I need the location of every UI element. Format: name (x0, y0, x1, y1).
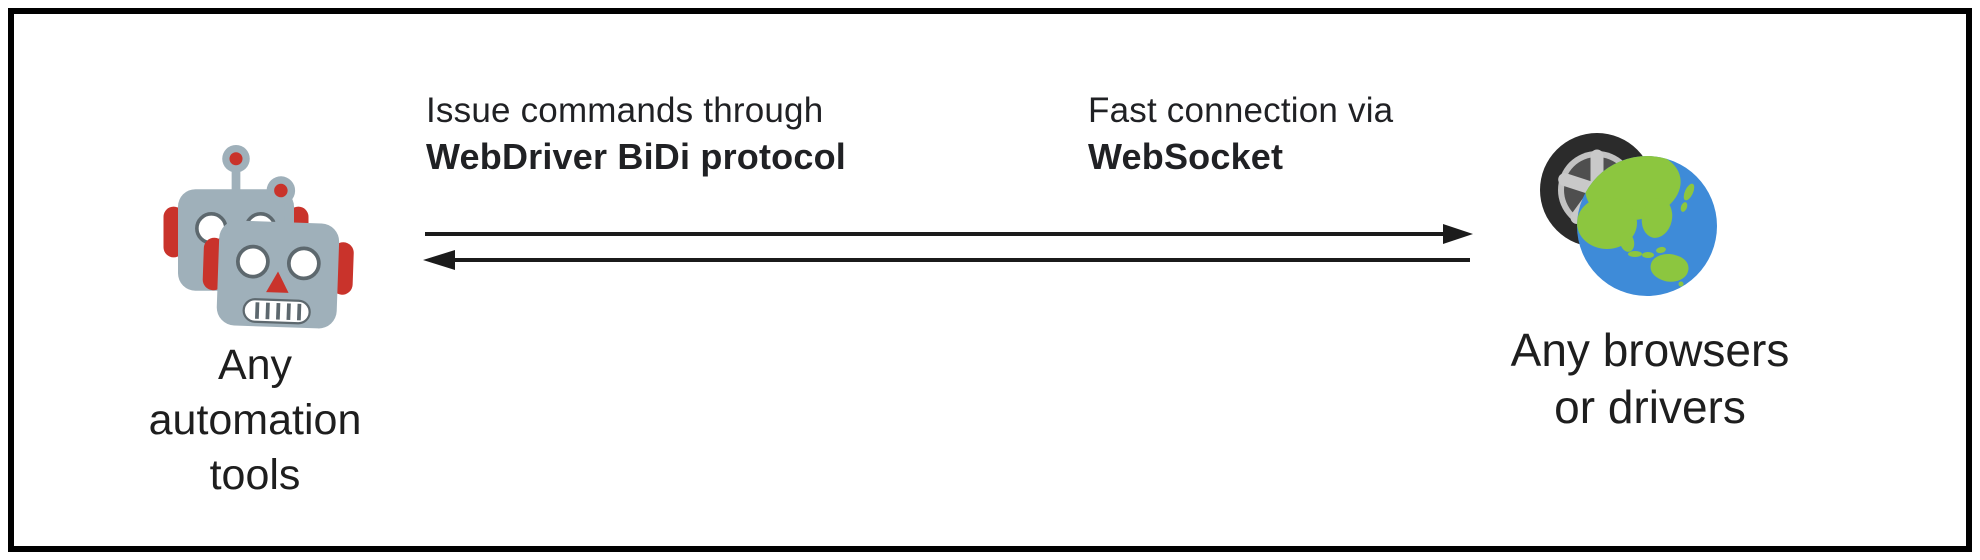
arrow-to-browsers-head (1443, 224, 1473, 244)
browsers-drivers-label: Any browsers or drivers (1485, 322, 1815, 436)
websocket-annotation-line2: WebSocket (1088, 136, 1284, 177)
bidi-protocol-annotation: Issue commands through WebDriver BiDi pr… (426, 88, 846, 180)
arrow-to-tools-head (423, 250, 455, 270)
globe-with-tire-icon (1540, 133, 1717, 296)
robots-icon (161, 143, 359, 330)
browsers-drivers-label-line1: Any browsers (1510, 324, 1790, 376)
browsers-drivers-label-line2: or drivers (1554, 381, 1746, 433)
automation-tools-label: Any automation tools (95, 338, 415, 503)
automation-tools-label-line2: automation (148, 396, 362, 444)
bidi-protocol-annotation-line2: WebDriver BiDi protocol (426, 136, 846, 177)
bidi-protocol-annotation-line1: Issue commands through (426, 91, 824, 130)
websocket-annotation: Fast connection via WebSocket (1088, 88, 1393, 180)
websocket-annotation-line1: Fast connection via (1088, 91, 1394, 130)
automation-tools-label-line1: Any (217, 341, 293, 389)
bidirectional-arrows (423, 224, 1473, 270)
automation-tools-label-line3: tools (209, 451, 301, 499)
globe-icon (1577, 156, 1717, 296)
